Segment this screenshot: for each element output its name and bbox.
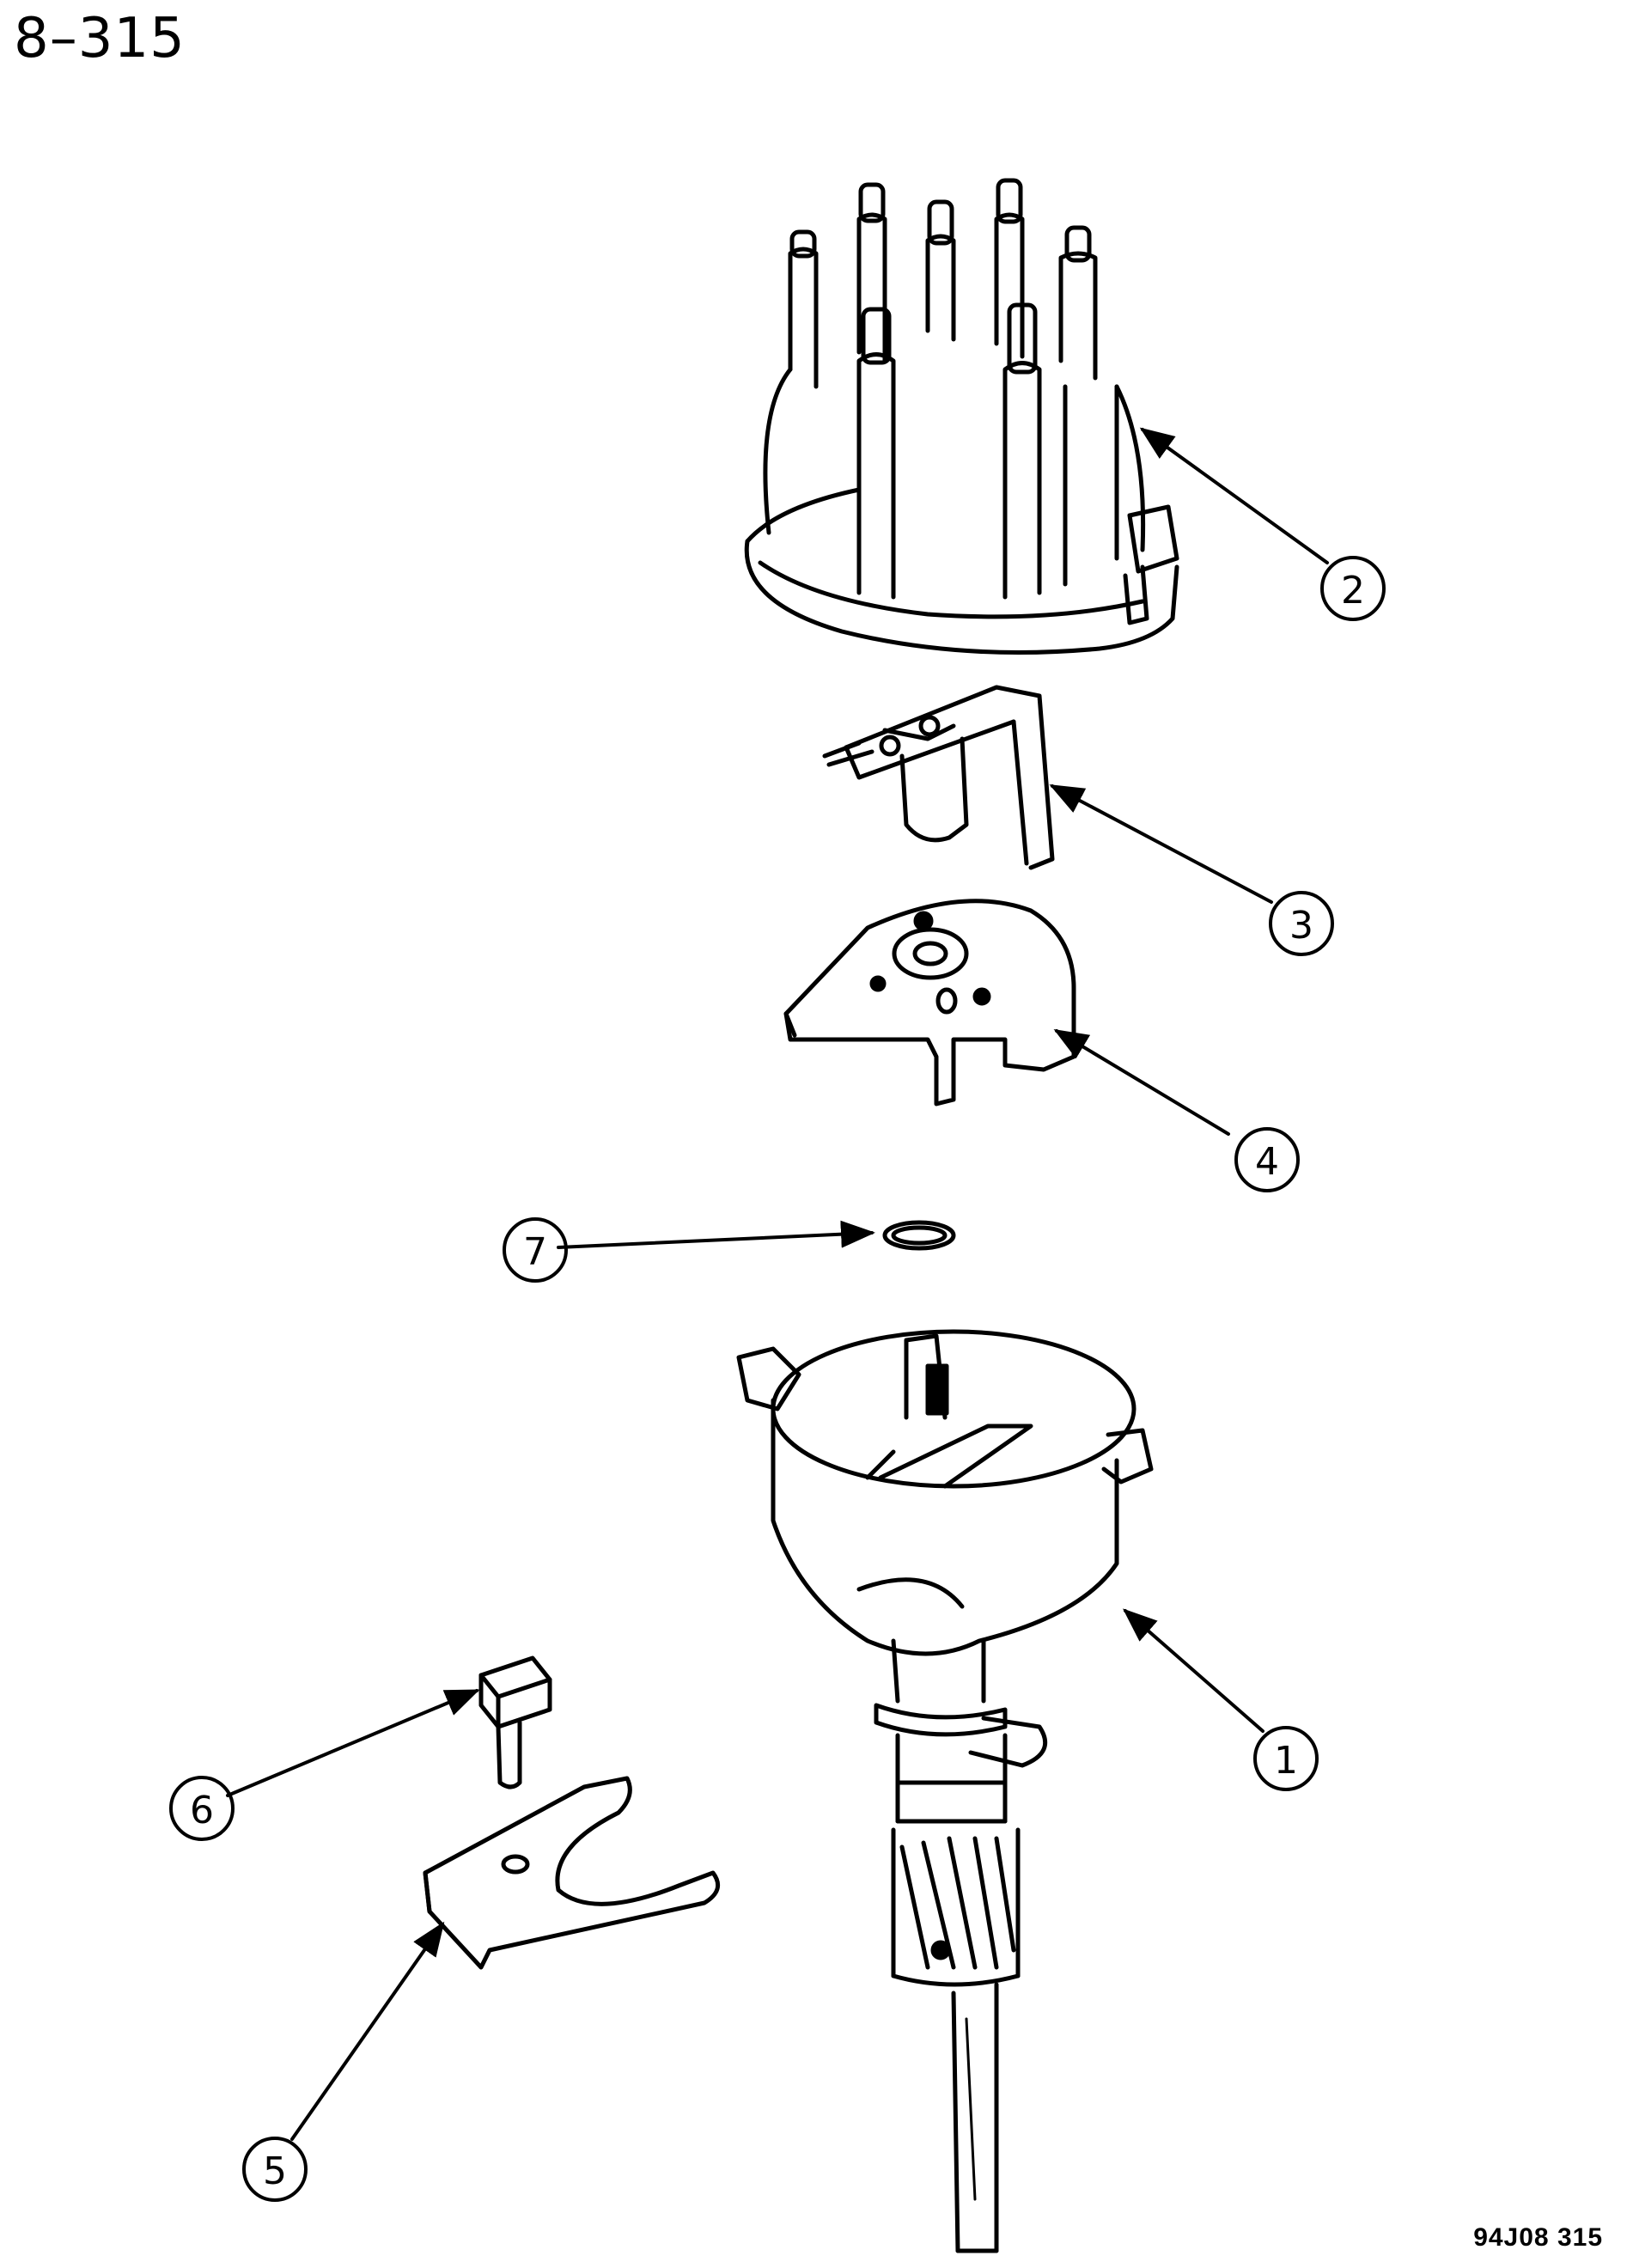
leader-2	[1139, 427, 1329, 564]
o-ring	[882, 1220, 956, 1251]
svg-text:7: 7	[523, 1230, 547, 1274]
svg-text:6: 6	[190, 1789, 214, 1832]
leader-3	[1049, 784, 1273, 904]
callout-5: 5	[242, 2137, 308, 2202]
svg-text:4: 4	[1255, 1140, 1279, 1184]
svg-text:3: 3	[1289, 904, 1313, 948]
pickup-plate	[783, 899, 1076, 1107]
leader-4	[1053, 1028, 1230, 1136]
rotor	[822, 685, 1055, 870]
callout-6: 6	[169, 1776, 235, 1841]
leader-5	[290, 1921, 445, 2141]
callout-1: 1	[1253, 1726, 1319, 1791]
bolt	[478, 1655, 552, 1789]
svg-text:5: 5	[263, 2149, 287, 2193]
callout-2: 2	[1320, 556, 1386, 621]
callout-3: 3	[1269, 891, 1334, 956]
figure-code: 94J08 315	[1473, 2223, 1603, 2252]
svg-text:2: 2	[1341, 569, 1365, 613]
leader-1	[1122, 1608, 1264, 1733]
distributor-cap	[744, 178, 1179, 655]
page-number: 8–315	[14, 7, 186, 70]
leader-7	[557, 1220, 875, 1249]
leader-6	[226, 1689, 480, 1797]
cap-towers	[788, 178, 1119, 600]
distributor-housing	[736, 1329, 1154, 2253]
callout-7: 7	[503, 1217, 568, 1283]
svg-text:1: 1	[1274, 1739, 1298, 1783]
hold-down-clamp	[423, 1776, 721, 1970]
leader-lines	[226, 427, 1329, 2141]
callout-4: 4	[1234, 1127, 1300, 1192]
